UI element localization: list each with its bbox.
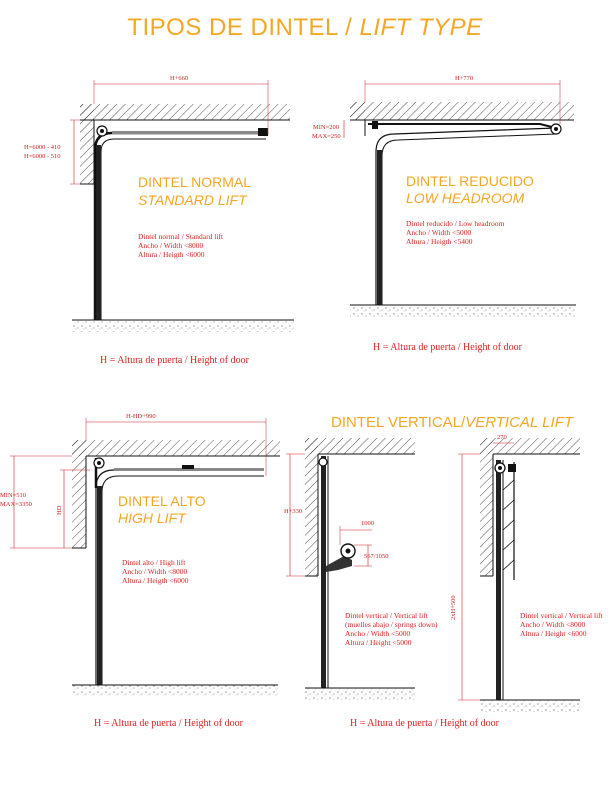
dim-top-low: H+770 (455, 75, 474, 82)
dim-left-high-2: MAX=3350 (0, 501, 32, 508)
floor (480, 700, 580, 712)
standard-lift-title-en: STANDARD LIFT (138, 192, 247, 208)
high-lift-diagram (10, 418, 280, 697)
standard-lift-title-es: DINTEL NORMAL (138, 174, 252, 190)
dim-left-low-2: MAX=250 (312, 133, 341, 140)
dim-a-h: H+330 (284, 508, 303, 515)
footer-standard: H = Altura de puerta / Height of door (100, 355, 249, 366)
low-headroom-diagram (343, 80, 576, 317)
vertical-lift-a-spec: Dintel vertical / Vertical lift (muelles… (345, 611, 438, 647)
vertical-lift-b-spec: Dintel vertical / Vertical lift Ancho / … (520, 611, 603, 638)
drum-icon (318, 457, 328, 467)
wall-hatch (305, 438, 318, 576)
floor (305, 688, 415, 700)
dim-top-standard: H+660 (170, 75, 189, 82)
dim-left-standard-2: H=6000 - 510 (24, 153, 61, 160)
vertical-lift-b-diagram (458, 438, 580, 712)
dim-top-high: H-HD+990 (126, 413, 156, 420)
low-headroom-title-es: DINTEL REDUCIDO (406, 173, 534, 189)
ceiling-hatch (480, 438, 580, 454)
wall-hatch (480, 438, 493, 576)
dim-b-top: 270 (497, 434, 507, 441)
high-lift-title-es: DINTEL ALTO (118, 493, 206, 509)
wall-hatch (80, 104, 94, 184)
ceiling-hatch (72, 440, 280, 456)
standard-lift-spec: Dintel normal / Standard lift Ancho / Wi… (138, 232, 223, 259)
standard-lift-diagram (70, 80, 294, 332)
vertical-lift-heading: DINTEL VERTICAL/VERTICAL LIFT (331, 414, 574, 431)
ceiling-hatch (80, 104, 290, 120)
floor (350, 305, 576, 317)
footer-vertical: H = Altura de puerta / Height of door (350, 718, 499, 729)
ceiling-hatch (305, 438, 415, 454)
floor (72, 320, 294, 332)
dim-a-567: 567/1050 (364, 553, 389, 560)
low-headroom-spec: Dintel reducido / Low headroom Ancho / W… (406, 219, 505, 246)
dim-left-low-1: MIN=200 (313, 124, 340, 131)
high-lift-spec: Dintel alto / High lift Ancho / Width <8… (122, 558, 189, 585)
high-lift-title-en: HIGH LIFT (118, 510, 186, 526)
footer-high: H = Altura de puerta / Height of door (94, 718, 243, 729)
dim-b-h: 2xH+500 (450, 595, 457, 620)
dim-left-high-1: MIN=510 (0, 492, 27, 499)
wall-hatch (72, 440, 86, 548)
low-headroom-title-en: LOW HEADROOM (406, 190, 525, 206)
ceiling-hatch (350, 102, 574, 120)
dim-hd: HD (56, 505, 63, 515)
dim-left-standard-1: H=6000 - 410 (24, 144, 61, 151)
floor (72, 685, 278, 697)
vertical-lift-a-diagram (286, 438, 415, 700)
footer-low: H = Altura de puerta / Height of door (373, 342, 522, 353)
dim-a-1000: 1000 (361, 520, 374, 527)
page-title: TIPOS DE DINTEL / LIFT TYPE (127, 14, 483, 41)
